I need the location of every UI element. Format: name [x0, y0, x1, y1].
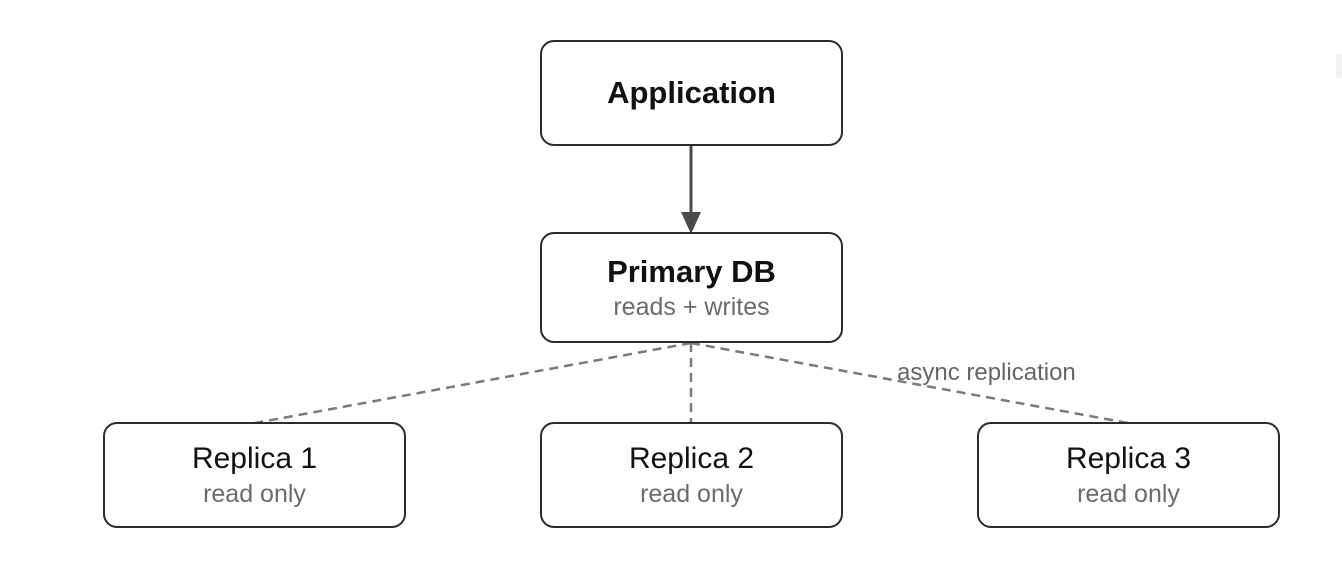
replica-1-node-subtitle: read only: [203, 480, 306, 508]
replica-3-node: Replica 3 read only: [977, 422, 1280, 528]
replica-3-node-subtitle: read only: [1077, 480, 1180, 508]
replica-2-node-title: Replica 2: [628, 442, 755, 475]
arrowhead-icon: [681, 212, 701, 234]
edge-marker: [1336, 54, 1342, 78]
application-node-title: Application: [607, 75, 776, 110]
replica-3-node-title: Replica 3: [1065, 442, 1192, 475]
replica-1-node: Replica 1 read only: [103, 422, 406, 528]
edge-primary-to-replica-1: [254, 341, 692, 425]
replication-edge-label: async replication: [897, 359, 1076, 386]
replica-2-node: Replica 2 read only: [540, 422, 843, 528]
primary-db-node-subtitle: reads + writes: [613, 292, 770, 321]
application-node: Application: [540, 40, 843, 146]
replica-1-node-title: Replica 1: [191, 442, 318, 475]
primary-db-node: Primary DB reads + writes: [540, 232, 843, 343]
primary-db-node-title: Primary DB: [607, 253, 776, 289]
replica-2-node-subtitle: read only: [640, 480, 743, 508]
